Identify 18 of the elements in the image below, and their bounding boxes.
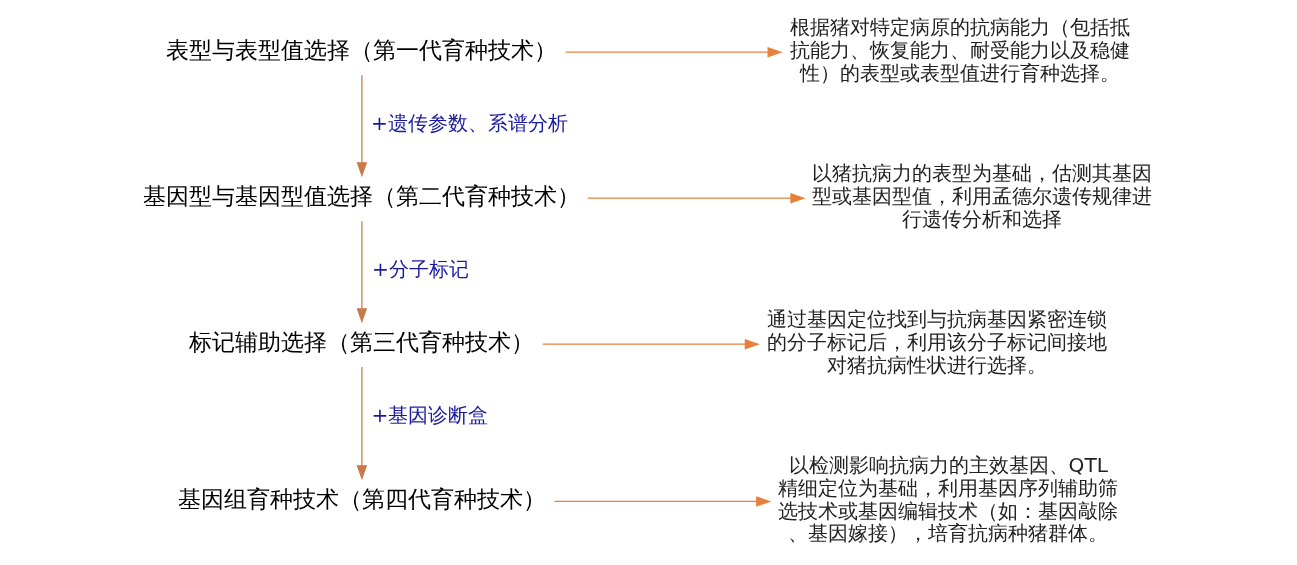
arrow (553, 496, 772, 507)
arrow (565, 46, 783, 58)
arrow (542, 338, 760, 350)
edge-label: +遗传参数、系谱分析 (371, 110, 568, 135)
node-text: 基因组育种技术（第四代育种技术） (177, 485, 546, 512)
node-text: 以检测影响抗病力的主效基因、QTL精细定位为基础，利用基因序列辅助筛选技术或基因编辑技术（如：基因敲除、基因嫁接），培育抗病种猪群体。 (778, 453, 1119, 546)
arrow (356, 220, 368, 324)
node-text: 根据猪对特定病原的抗病能力（包括抵抗能力、恢复能力、耐受能力以及稳健性）的表型或表型值进行育种选择。 (789, 15, 1130, 85)
node-text: 以猪抗病力的表型为基础，估测其基因型或基因型值，利用孟德尔遗传规律进行遗传分析和选择 (812, 161, 1153, 231)
node-text: 通过基因定位找到与抗病基因紧密连锁的分子标记后，利用该分子标记间接地对猪抗病性状进行选择。 (766, 307, 1107, 377)
node-text: 标记辅助选择（第三代育种技术） (189, 328, 535, 355)
edge-label: +基因诊断盒 (371, 402, 489, 427)
arrow (356, 366, 368, 481)
edge-label: +分子标记 (372, 256, 469, 281)
arrow (587, 192, 806, 204)
node-text: 基因型与基因型值选择（第二代育种技术） (143, 182, 581, 209)
node-text: 表型与表型值选择（第一代育种技术） (166, 36, 558, 63)
arrow (356, 74, 368, 178)
